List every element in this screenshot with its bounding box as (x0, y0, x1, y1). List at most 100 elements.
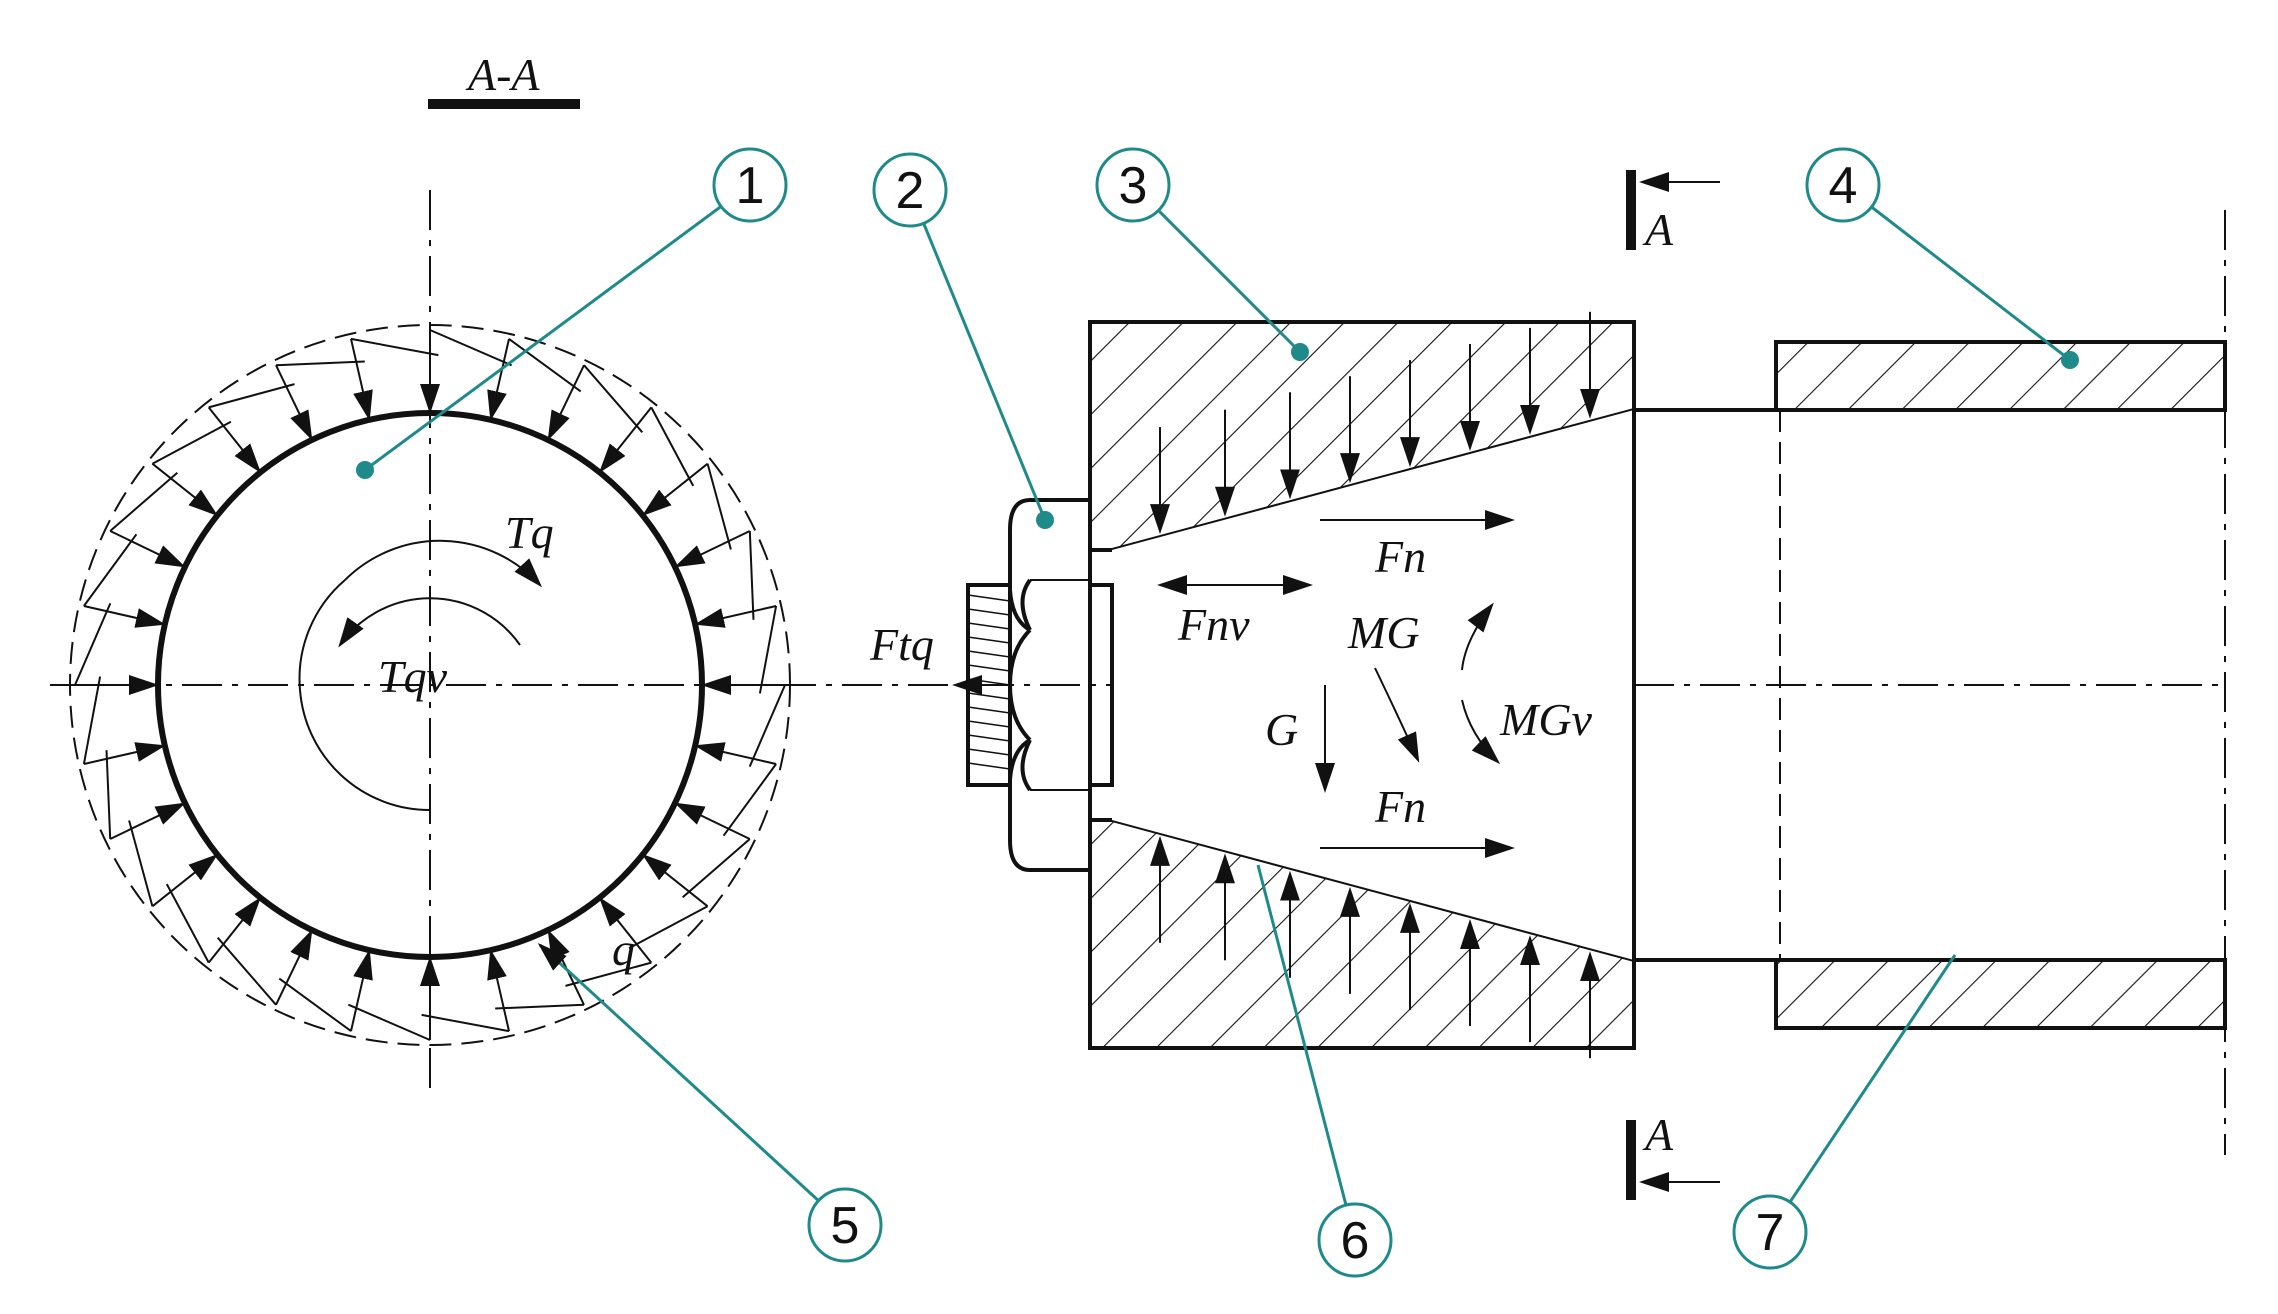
cone-pressure-arrows (1150, 311, 1600, 1059)
label-tq: Tq (505, 507, 554, 558)
pressure-tick (758, 605, 778, 694)
pressure-tick (495, 1003, 585, 1010)
pressure-tick (748, 684, 786, 767)
pressure-arrow (109, 802, 186, 840)
pressure-tick (74, 603, 112, 686)
pressure-arrows (74, 329, 786, 1041)
callout-1 (712, 147, 788, 223)
label-fn-top: Fn (1374, 531, 1426, 582)
torque-arc-inner2 (298, 579, 346, 691)
thread-line (967, 706, 1011, 714)
section-title: A-A (465, 49, 540, 100)
pressure-arrow (151, 462, 219, 517)
pressure-arrow (350, 949, 373, 1032)
callout-7 (1732, 1194, 1808, 1270)
pressure-tick (348, 1003, 431, 1041)
label-fnv: Fnv (1177, 599, 1250, 650)
arrow-mg (1374, 667, 1420, 763)
pressure-tick (722, 763, 777, 837)
callout-3-text: 3 (1119, 157, 1148, 215)
callout-6-text: 6 (1341, 1212, 1370, 1270)
pressure-tick (682, 838, 751, 899)
sleeve-bottom (1774, 958, 2227, 1030)
pressure-arrow (487, 949, 510, 1032)
pressure-arrow (83, 605, 166, 628)
callout-7-text: 7 (1756, 1204, 1785, 1262)
thread-line (967, 748, 1011, 756)
arrow-mgv-up (1461, 602, 1494, 671)
pressure-arrow (598, 896, 653, 964)
label-q: q (612, 924, 635, 975)
section-mark-top: A (1642, 204, 1674, 255)
cone-bore (1112, 410, 1634, 960)
pressure-tick (128, 820, 154, 907)
callout-2-text: 2 (896, 162, 925, 220)
pressure-arrow (275, 929, 313, 1006)
pressure-tick (208, 383, 295, 409)
pressure-arrow (674, 530, 751, 568)
pressure-arrow (641, 853, 709, 908)
pressure-arrow (151, 853, 219, 908)
pressure-tick (628, 905, 709, 950)
pressure-arrow (207, 896, 262, 964)
pressure-tick (83, 533, 138, 607)
pressure-tick (565, 961, 652, 987)
pressure-tick (216, 937, 277, 1006)
pressure-envelope (69, 324, 791, 1046)
callouts: 1 2 3 4 5 6 7 (356, 147, 2079, 1278)
thread-line (967, 622, 1011, 630)
callout-3 (1095, 147, 1171, 223)
pressure-tick (706, 463, 732, 550)
label-fn-bottom: Fn (1374, 781, 1426, 832)
label-mg: MG (1347, 607, 1420, 658)
pressure-tick (275, 360, 365, 367)
thread-line (967, 608, 1011, 616)
pressure-arrow (694, 742, 777, 765)
thread-line (967, 734, 1011, 742)
callout-4-text: 4 (1829, 157, 1858, 215)
label-tqv: Tqv (378, 651, 448, 702)
callout-4 (1805, 147, 1881, 223)
pressure-tick (278, 977, 352, 1032)
pressure-arrow (674, 802, 751, 840)
pressure-arrow (109, 530, 186, 568)
pressure-arrow (547, 364, 585, 441)
pressure-arrow (83, 742, 166, 765)
torque-arc-tqv (338, 597, 521, 648)
arrow-mgv-down (1461, 699, 1501, 765)
callout-6 (1317, 1202, 1393, 1278)
pressure-arrow (350, 338, 373, 421)
pressure-arrow (207, 406, 262, 474)
thread-line (967, 650, 1011, 658)
thread-line (967, 664, 1011, 672)
callout-1-text: 1 (736, 157, 765, 215)
pressure-tick (583, 364, 644, 433)
pressure-arrow (598, 406, 653, 474)
thread-line (967, 720, 1011, 728)
section-mark-bottom: A (1642, 1109, 1674, 1160)
pressure-tick (650, 406, 695, 487)
pressure-tick (421, 1013, 510, 1033)
torque-arc-tq (344, 539, 543, 588)
thread-line (967, 692, 1011, 700)
pressure-arrow (641, 462, 709, 517)
pressure-tick (165, 883, 210, 964)
callout-5-text: 5 (831, 1197, 860, 1255)
stud-threads (967, 594, 1011, 770)
thread-line (967, 594, 1011, 602)
sleeve-top (1774, 340, 2227, 412)
label-mgv: MGv (1499, 694, 1593, 745)
pressure-arrow (694, 605, 777, 628)
pressure-tick (109, 471, 178, 532)
pressure-arrow (487, 338, 510, 421)
side-view: Ftq Fn Fn Fnv MG MGv G A A (869, 170, 2227, 1200)
callout-2 (872, 152, 948, 228)
pressure-arrow (275, 364, 313, 441)
label-ftq: Ftq (869, 619, 934, 670)
nut (966, 498, 1114, 872)
pressure-tick (350, 337, 439, 357)
pressure-tick (508, 338, 582, 393)
label-g: G (1265, 704, 1298, 755)
pressure-tick (151, 420, 232, 465)
